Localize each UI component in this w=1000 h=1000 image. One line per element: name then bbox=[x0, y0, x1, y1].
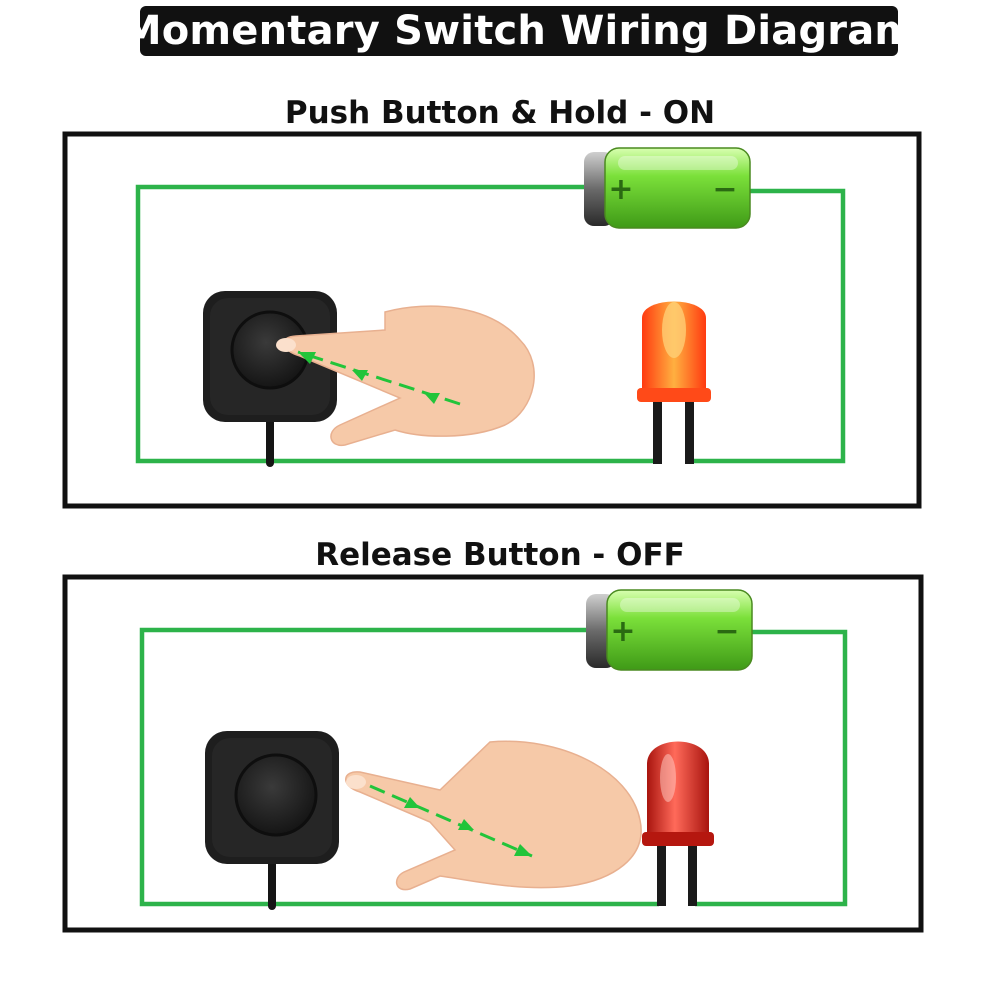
battery-negative-label: − bbox=[714, 614, 739, 649]
battery-positive-label: + bbox=[608, 172, 633, 207]
title-banner: Momentary Switch Wiring Diagram bbox=[122, 6, 916, 56]
battery-negative-label: − bbox=[712, 172, 737, 207]
panel-off-label: Release Button - OFF bbox=[315, 537, 685, 573]
panel-frame bbox=[62, 131, 922, 509]
led-unlit bbox=[642, 741, 714, 906]
push-button bbox=[234, 753, 318, 837]
battery-positive-label: + bbox=[610, 614, 635, 649]
battery: + − bbox=[584, 147, 751, 229]
diagram-title: Momentary Switch Wiring Diagram bbox=[121, 8, 917, 54]
circuit-wire bbox=[135, 184, 846, 464]
circuit-wire bbox=[139, 627, 848, 907]
release-arrow bbox=[369, 784, 533, 858]
battery: + − bbox=[586, 589, 753, 671]
panel-on: + − bbox=[62, 131, 922, 509]
momentary-switch bbox=[205, 731, 339, 910]
momentary-switch bbox=[203, 291, 337, 467]
panel-frame bbox=[62, 574, 924, 933]
hand-pressing bbox=[276, 305, 535, 447]
panel-on-label: Push Button & Hold - ON bbox=[284, 95, 716, 131]
led-lit bbox=[637, 301, 711, 464]
hand-releasing bbox=[345, 740, 642, 891]
panel-off: + − bbox=[62, 574, 924, 933]
